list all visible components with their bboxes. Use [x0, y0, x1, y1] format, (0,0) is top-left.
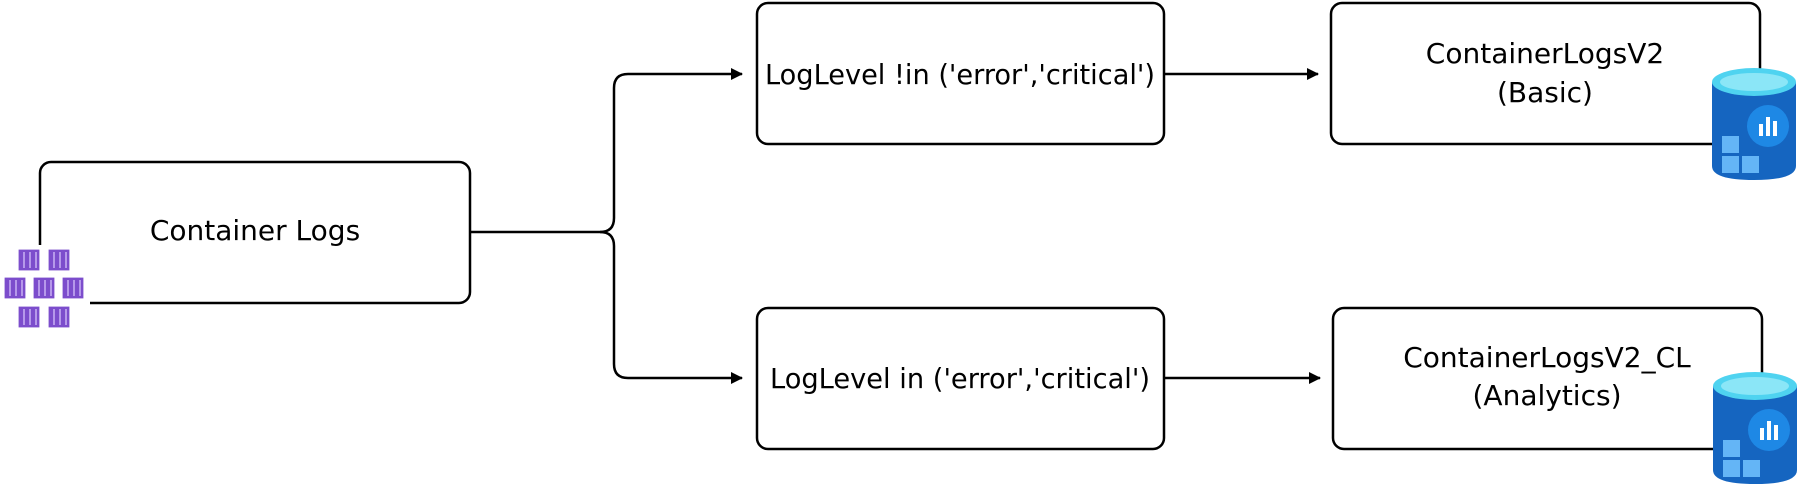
table-basic-tier: (Basic) — [1497, 76, 1593, 109]
filter-basic-node: LogLevel !in ('error','critical') — [755, 1, 1166, 146]
table-basic-name: ContainerLogsV2 — [1426, 37, 1664, 70]
kubernetes-containers-icon — [2, 245, 90, 335]
table-analytics-tier: (Analytics) — [1473, 379, 1622, 412]
filter-analytics-label: LogLevel in ('error','critical') — [770, 362, 1150, 395]
filter-basic-label: LogLevel !in ('error','critical') — [765, 58, 1155, 91]
log-analytics-database-icon — [1713, 372, 1797, 484]
container-logs-node: Container Logs — [38, 160, 472, 305]
table-basic-node: ContainerLogsV2 (Basic) — [1329, 1, 1762, 146]
container-logs-label: Container Logs — [150, 214, 360, 247]
edge-source-to-filter-analytics — [599, 230, 743, 384]
log-analytics-database-icon — [1712, 68, 1796, 180]
filter-analytics-node: LogLevel in ('error','critical') — [755, 306, 1166, 451]
table-analytics-node: ContainerLogsV2_CL (Analytics) — [1331, 306, 1764, 451]
edge-source-to-filter-basic — [470, 68, 743, 234]
table-analytics-name: ContainerLogsV2_CL — [1403, 341, 1691, 374]
